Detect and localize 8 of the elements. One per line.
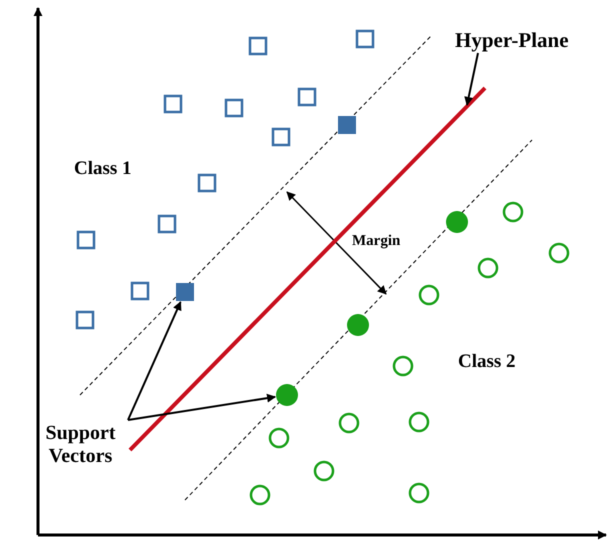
class-label: Class 2 bbox=[458, 351, 516, 373]
class-label: Class 1 bbox=[74, 158, 132, 180]
support-vectors-label: Support Vectors bbox=[28, 422, 133, 468]
margin-label: Margin bbox=[351, 233, 402, 250]
leader-arrow bbox=[128, 394, 276, 421]
leader-arrow bbox=[127, 301, 182, 420]
plane-label: Hyper-Plane bbox=[455, 28, 569, 52]
leader-arrow bbox=[464, 52, 479, 106]
